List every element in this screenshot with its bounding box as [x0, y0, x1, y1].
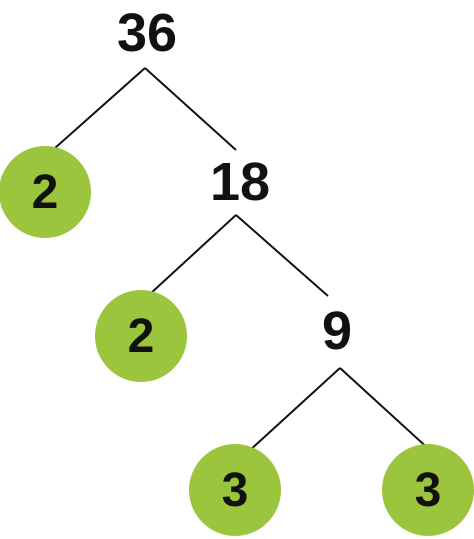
prime-node-2-level1: 2 — [0, 146, 91, 238]
node-composite-18: 18 — [209, 152, 271, 212]
edge-9-to-3-left — [247, 367, 341, 453]
edge-36-to-18 — [144, 67, 237, 151]
prime-value: 3 — [414, 463, 442, 517]
prime-value: 3 — [221, 463, 249, 517]
edge-18-to-9 — [235, 214, 329, 297]
node-root-36: 36 — [116, 3, 178, 63]
edge-9-to-3-right — [339, 367, 433, 453]
prime-value: 2 — [31, 165, 59, 219]
prime-node-3-left: 3 — [189, 444, 281, 536]
prime-value: 2 — [127, 309, 155, 363]
prime-node-3-right: 3 — [382, 444, 474, 536]
prime-node-2-level2: 2 — [95, 290, 187, 382]
edge-36-to-2 — [54, 67, 146, 149]
edge-18-to-2 — [149, 214, 237, 295]
node-composite-9: 9 — [321, 301, 353, 361]
